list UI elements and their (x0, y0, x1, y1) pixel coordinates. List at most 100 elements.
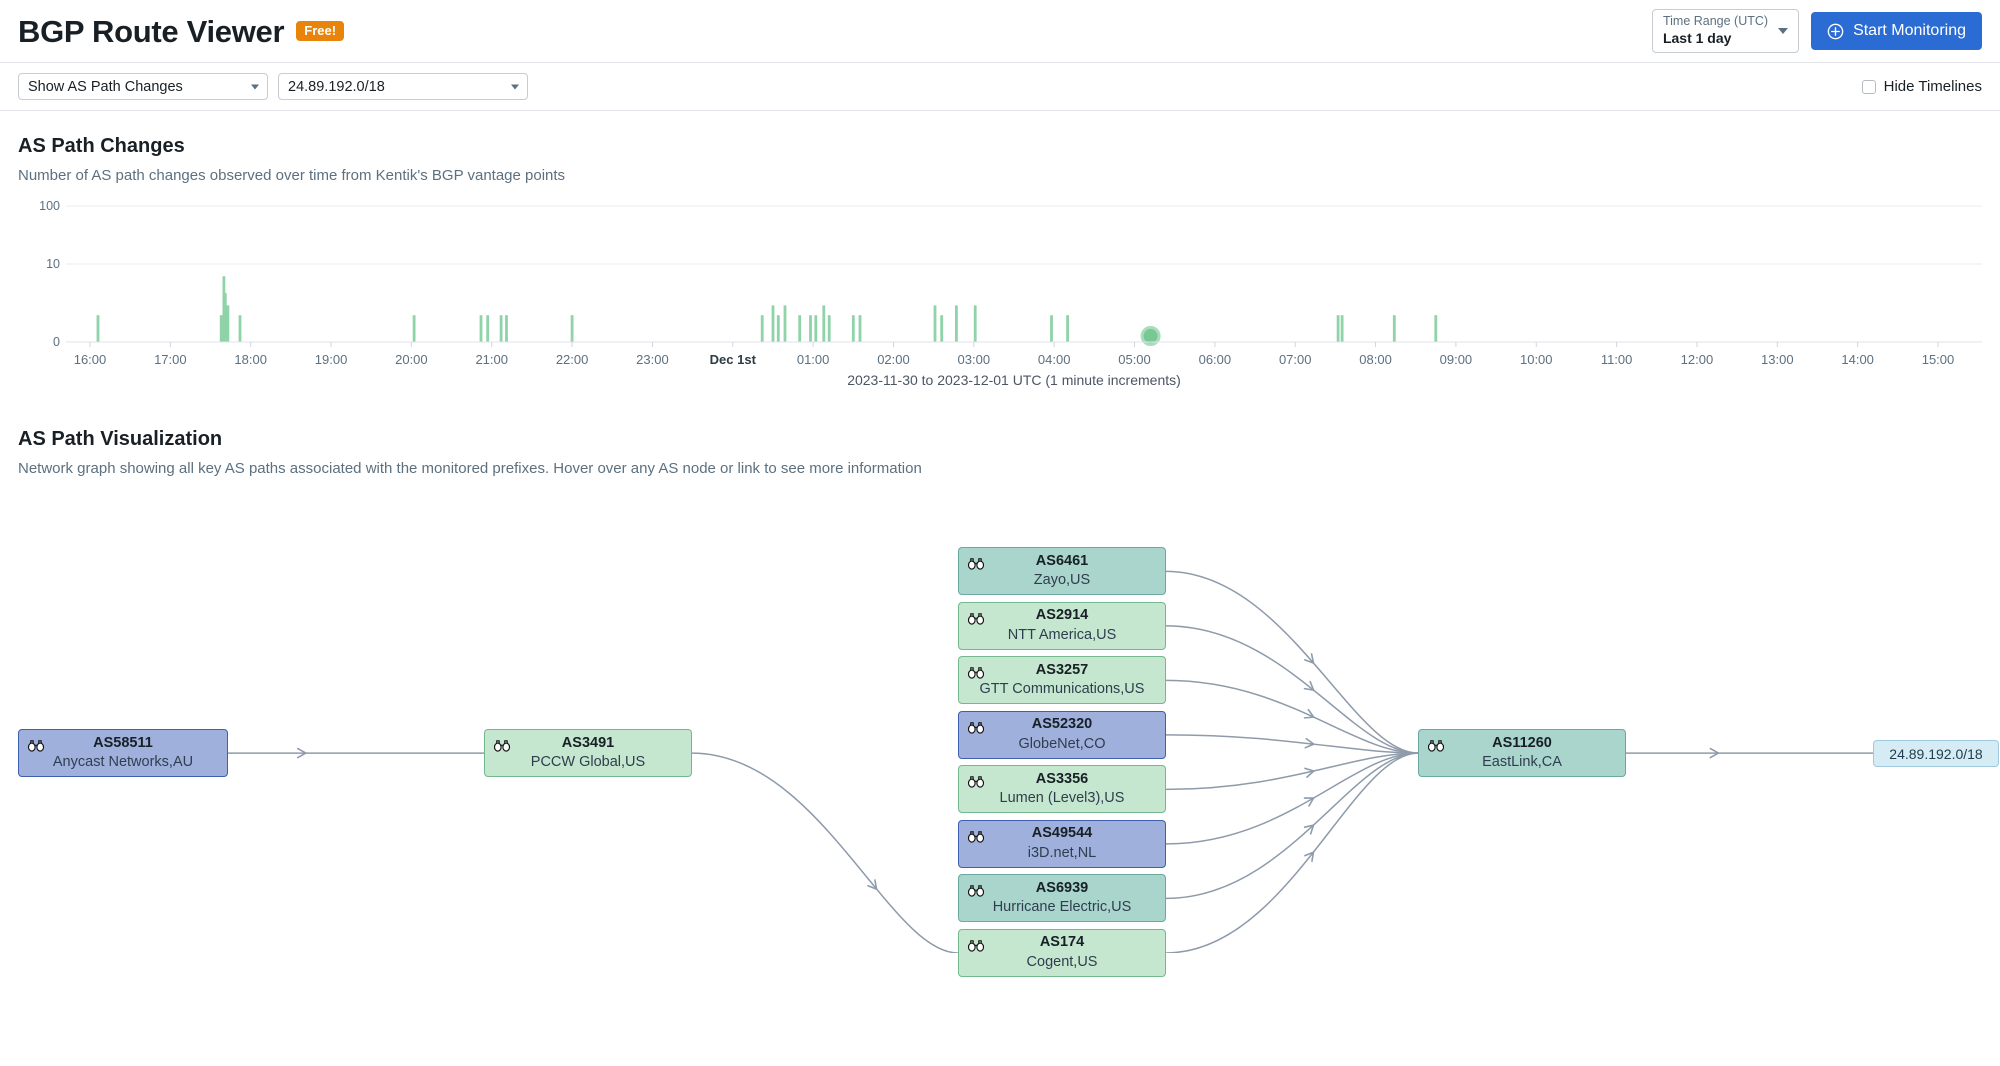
edge-arrow (1303, 824, 1315, 835)
x-tick-label: 12:00 (1681, 352, 1714, 367)
binoculars-icon (967, 665, 985, 679)
filter-bar: Show AS Path Changes 24.89.192.0/18 Hide… (0, 63, 2000, 111)
chart-bar[interactable] (219, 314, 223, 342)
chart-bar[interactable] (940, 314, 944, 342)
chart-bar[interactable] (1434, 314, 1438, 342)
chart-bar[interactable] (776, 314, 780, 342)
chart-bar[interactable] (851, 314, 855, 342)
y-tick-label: 10 (46, 257, 60, 271)
chart-bar[interactable] (973, 304, 977, 342)
chart-bar[interactable] (822, 304, 826, 342)
chart-bar[interactable] (479, 314, 483, 342)
as-node-asn: AS52320 (1031, 716, 1093, 733)
view-mode-select[interactable]: Show AS Path Changes (18, 73, 268, 100)
x-tick-label: 04:00 (1038, 352, 1071, 367)
chart-bar[interactable] (1336, 314, 1340, 342)
chart-bar[interactable] (486, 314, 490, 342)
chart-bar[interactable] (1050, 314, 1053, 342)
time-range-label: Time Range (UTC) (1662, 13, 1769, 28)
as-path-edge[interactable] (1165, 752, 1419, 900)
as-path-edge[interactable] (691, 752, 959, 953)
chart-bar[interactable] (783, 304, 787, 342)
x-tick-label: 01:00 (797, 352, 830, 367)
as-path-edge[interactable] (1165, 734, 1419, 754)
x-tick-label: 08:00 (1359, 352, 1392, 367)
as-node-org: i3D.net,NL (1027, 844, 1097, 861)
x-axis-caption: 2023-11-30 to 2023-12-01 UTC (1 minute i… (847, 372, 1181, 388)
x-tick-label: Dec 1st (710, 352, 757, 367)
edge-arrow (1304, 767, 1315, 778)
chart-bar[interactable] (858, 314, 862, 342)
as-node-asn: AS58511 (93, 734, 153, 751)
binoculars-icon (967, 720, 985, 734)
chart-bar[interactable] (933, 304, 937, 342)
section-title-changes: AS Path Changes (18, 135, 185, 157)
x-tick-label: 15:00 (1922, 352, 1955, 367)
chart-bar[interactable] (412, 314, 416, 342)
as-node-as49544[interactable]: AS49544 i3D.net,NL (958, 819, 1166, 868)
edge-arrow (296, 747, 307, 759)
as-path-edge[interactable] (1165, 625, 1419, 754)
chart-bar[interactable] (1392, 314, 1396, 342)
hide-timelines-checkbox[interactable] (1861, 79, 1876, 94)
binoculars-icon (1427, 738, 1445, 752)
chart-bar[interactable] (505, 314, 508, 342)
start-monitoring-button[interactable]: Start Monitoring (1811, 12, 1982, 50)
chart-bar[interactable] (499, 314, 503, 342)
edge-arrow (1709, 747, 1720, 759)
x-tick-label: 21:00 (475, 352, 508, 367)
as-path-edge[interactable] (1165, 570, 1419, 754)
chart-bar[interactable] (771, 304, 775, 342)
as-node-asn: AS3257 (1035, 661, 1089, 678)
chart-bar[interactable] (96, 314, 100, 342)
time-range-selector[interactable]: Time Range (UTC) Last 1 day (1651, 8, 1800, 54)
x-tick-label: 13:00 (1761, 352, 1794, 367)
x-tick-label: 16:00 (74, 352, 107, 367)
as-node-org: EastLink,CA (1482, 754, 1562, 771)
as-node-org: NTT America,US (1007, 626, 1117, 643)
app-header: BGP Route Viewer Free! Time Range (UTC) … (0, 0, 2000, 63)
x-tick-label: 02:00 (877, 352, 910, 367)
as-node-asn: AS49544 (1031, 825, 1093, 842)
prefix-node[interactable]: 24.89.192.0/18 (1873, 740, 1999, 768)
as-path-edge[interactable] (1165, 752, 1419, 953)
page-title: BGP Route Viewer (18, 13, 285, 49)
as-node-asn: AS6939 (1035, 879, 1089, 896)
chart-bar[interactable] (570, 314, 574, 342)
chart-bar[interactable] (226, 304, 230, 342)
chart-bar[interactable] (814, 314, 818, 342)
chart-event-marker[interactable] (1140, 325, 1161, 346)
binoculars-icon (967, 829, 985, 843)
chevron-down-icon (1778, 28, 1789, 34)
chart-bar[interactable] (238, 314, 242, 342)
chart-bar[interactable] (760, 314, 764, 342)
chart-bar[interactable] (798, 314, 802, 342)
as-path-visualization-section: AS Path Visualization Network graph show… (0, 426, 2000, 977)
as-node-org: Hurricane Electric,US (992, 899, 1132, 916)
chart-bar[interactable] (809, 314, 812, 342)
x-tick-label: 17:00 (154, 352, 187, 367)
prefix-select[interactable]: 24.89.192.0/18 (278, 73, 528, 100)
chart-bar[interactable] (955, 304, 958, 342)
chart-bar[interactable] (223, 292, 227, 342)
chart-bar[interactable] (1340, 314, 1344, 342)
plus-circle-icon (1827, 23, 1844, 39)
y-tick-label: 100 (39, 199, 60, 213)
chart-bar[interactable] (827, 314, 831, 342)
chart-bar[interactable] (1066, 314, 1069, 342)
as-node-org: PCCW Global,US (530, 754, 646, 771)
binoculars-icon (967, 883, 985, 898)
hide-timelines-toggle[interactable]: Hide Timelines (1861, 78, 1982, 95)
